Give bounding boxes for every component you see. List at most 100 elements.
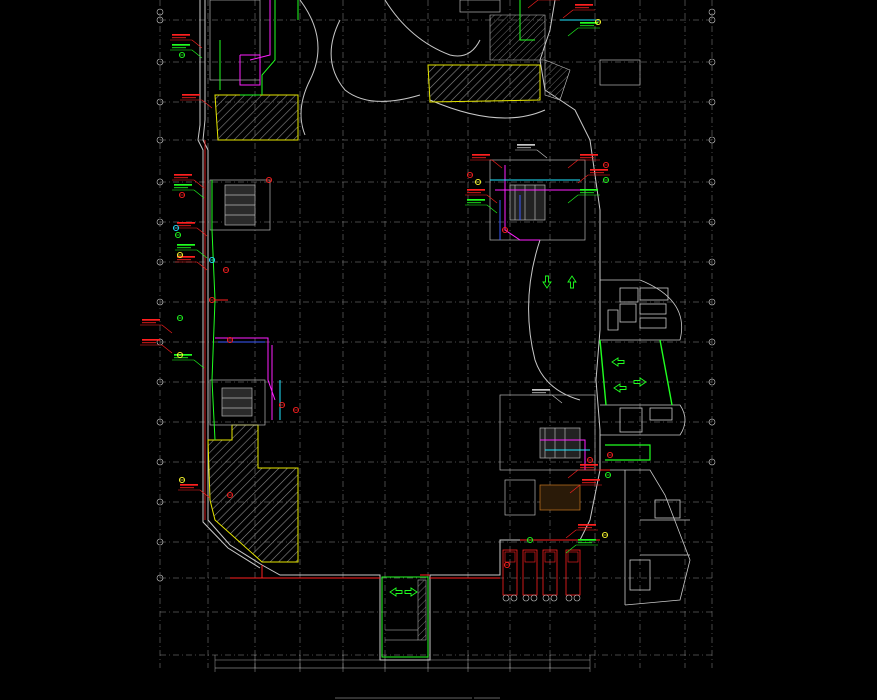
truck-wheel (573, 594, 581, 602)
callout-text-bar (172, 34, 190, 36)
equipment-marker (172, 224, 180, 232)
equipment-marker (501, 226, 509, 234)
truck-wheel (522, 594, 530, 602)
callout-text-bar (472, 157, 486, 159)
callout-text-bar (177, 259, 191, 261)
callout-label-icon (515, 144, 548, 159)
callout-text-bar (177, 256, 195, 258)
callout-label-icon (562, 4, 595, 19)
callout-leader (567, 159, 579, 169)
callout-text-bar (177, 247, 191, 249)
callout-text-bar (142, 322, 156, 324)
callout-leader (161, 324, 173, 334)
callout-label-icon (170, 34, 203, 49)
grid-axis-bubble-icon (708, 298, 716, 306)
callout-text-bar (174, 177, 188, 179)
callout-leader (569, 484, 581, 494)
equipment-marker (586, 456, 594, 464)
grid-axis-bubble-icon (156, 378, 164, 386)
right-annex (600, 279, 691, 606)
callout-leader (191, 49, 203, 59)
callout-leader (196, 227, 208, 237)
callout-text-bar (177, 244, 195, 246)
direction-arrow-icon (389, 587, 403, 597)
callout-text-bar (142, 342, 156, 344)
callout-leader (567, 194, 579, 204)
grid-axis-bubbles-top (156, 8, 716, 16)
callout-label-icon (565, 539, 598, 554)
callout-leader (486, 194, 498, 204)
grid-axis-bubble-icon (708, 418, 716, 426)
grid-axis-bubble-icon (156, 298, 164, 306)
grid-axis-bubble-icon (156, 8, 164, 16)
equipment-marker (176, 314, 184, 322)
callout-text-bar (580, 22, 598, 24)
truck-body (502, 549, 518, 596)
callout-text-bar (578, 539, 596, 541)
callout-label-icon (465, 199, 498, 214)
grid-axis-bubble-icon (708, 58, 716, 66)
callout-text-bar (580, 154, 598, 156)
callout-text-bar (580, 157, 594, 159)
direction-arrow-icon (613, 383, 627, 393)
equipment-markers (172, 18, 614, 569)
callout-text-bar (580, 25, 594, 27)
callout-text-bar (590, 172, 604, 174)
equipment-marker (278, 401, 286, 409)
fire-truck-icon (502, 549, 581, 602)
callout-leader (486, 204, 498, 214)
callout-leader (491, 159, 503, 169)
callout-leader (567, 27, 579, 37)
equipment-marker (176, 351, 184, 359)
grid-axis-bubble-icon (156, 458, 164, 466)
callout-label-icon (172, 354, 205, 369)
equipment-marker (208, 296, 216, 304)
truck-cab (544, 551, 556, 563)
callout-label-icon (470, 154, 503, 169)
fire-truck-icon (542, 549, 558, 602)
fire-truck-icon (522, 549, 538, 602)
callout-leader (551, 394, 563, 404)
callout-text-bar (532, 392, 546, 394)
truck-wheel (542, 594, 550, 602)
callout-text-bar (142, 319, 160, 321)
callout-text-bar (172, 37, 186, 39)
callout-leader (191, 39, 203, 49)
equipment-marker (606, 451, 614, 459)
callout-label-icon (567, 154, 600, 169)
callout-label-icon (170, 44, 203, 59)
callout-leader (527, 0, 539, 9)
callout-label-icon (140, 319, 173, 334)
callout-label-icon (175, 244, 208, 259)
callout-label-icon (530, 389, 563, 404)
callout-leader (161, 344, 173, 354)
equipment-marker (222, 266, 230, 274)
truck-wheel (565, 594, 573, 602)
callout-leader (196, 261, 208, 271)
equipment-marker (226, 491, 234, 499)
callout-text-bar (182, 97, 196, 99)
grid-axis-bubble-icon (708, 8, 716, 16)
truck-wheel (550, 594, 558, 602)
equipment-marker (265, 176, 273, 184)
grid-axis-bubble-icon (708, 218, 716, 226)
callout-text-bar (517, 147, 531, 149)
callout-text-bar (467, 192, 481, 194)
equipment-marker (526, 536, 534, 544)
truck-cab (524, 551, 536, 563)
callout-label-icon (140, 339, 173, 354)
callout-label-icon (180, 94, 213, 109)
direction-arrow-icon (404, 587, 418, 597)
equipment-marker (466, 171, 474, 179)
callout-leader (567, 469, 579, 479)
grid-axis-bubble-icon (708, 458, 716, 466)
callout-label-icon (175, 256, 208, 271)
entrance-ramp (381, 576, 429, 658)
callout-label-icon (567, 464, 600, 479)
grid-axis-bubble-icon (156, 574, 164, 582)
truck-wheel (510, 594, 518, 602)
callout-text-bar (467, 189, 485, 191)
grid-axis-bubble-icon (156, 498, 164, 506)
truck-body (542, 549, 558, 596)
equipment-marker (178, 51, 186, 59)
